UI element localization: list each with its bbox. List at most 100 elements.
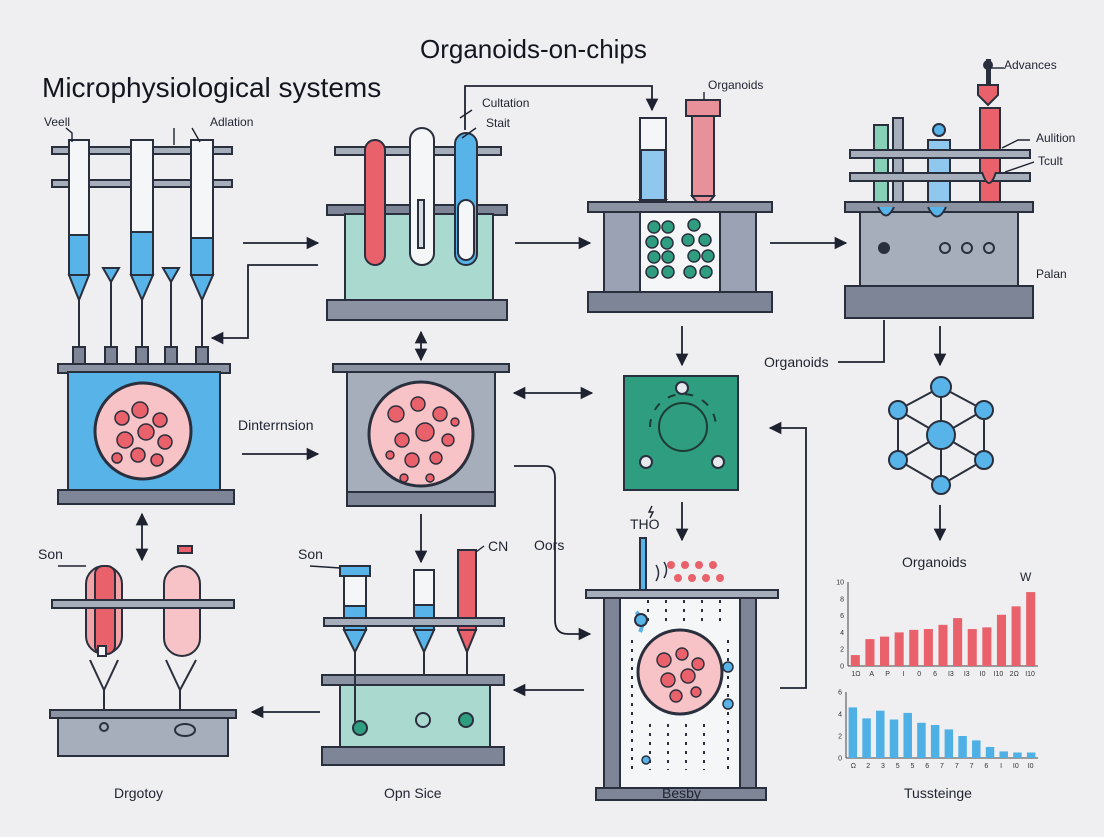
organoid-dish-module (332, 363, 510, 507)
chart-x-tick-label: I10 (1025, 671, 1035, 678)
label-aulition: Aulition (1036, 131, 1076, 145)
chart-x-tick-label: 2 (866, 763, 870, 770)
chart-bar (1026, 752, 1036, 758)
chart-x-tick-label: A (869, 671, 874, 678)
chart-bar (889, 719, 899, 758)
chart-bar (923, 629, 933, 666)
chart-x-tick-label: I3 (964, 671, 970, 678)
chart-bar (999, 751, 1008, 758)
green-chip-module (623, 375, 739, 491)
arrow (838, 320, 885, 363)
chart-bar (982, 627, 992, 666)
chart-y-tick-label: 8 (840, 596, 844, 603)
diagram-subtitle: Microphysiological systems (42, 72, 382, 103)
arrow (514, 465, 592, 641)
chart-bar (894, 632, 904, 666)
chart-y-tick-label: 0 (838, 756, 842, 763)
chart-x-tick-label: I0 (980, 671, 986, 678)
chart-bar (909, 629, 919, 666)
chart-y-tick-label: 2 (840, 647, 844, 654)
chart-y-tick-label: 4 (838, 712, 842, 719)
chart-bar (850, 655, 860, 666)
label-drgotoy: Drgotoy (114, 785, 164, 801)
pipette (189, 139, 215, 303)
pipette-rack-module (51, 139, 235, 505)
label-oors: Oors (534, 537, 565, 553)
label-dinterrnsion: Dinterrnsion (238, 417, 314, 433)
pink-tube-module (49, 545, 237, 757)
chart-x-tick-label: I0 (1013, 763, 1019, 770)
molecule-network-module (888, 376, 994, 495)
chart-x-tick-label: 6 (925, 763, 929, 770)
chart-x-tick-label: 1Ω (851, 671, 860, 678)
chart-bar (903, 712, 912, 758)
chart-bar (953, 618, 963, 666)
chart-bar (876, 710, 885, 758)
chart-x-tick-label: I10 (994, 671, 1004, 678)
label-besby: Besby (662, 785, 701, 801)
label-cultation: Cultation (482, 96, 530, 110)
label-tcult: Tcult (1038, 154, 1063, 168)
chart-bar (848, 707, 858, 758)
chart-y-tick-label: 6 (838, 690, 842, 697)
pipette (67, 139, 91, 303)
chart-y-tick-label: 0 (840, 664, 844, 671)
chart-y-tick-label: 4 (840, 630, 844, 637)
label-tho: THO (630, 516, 660, 532)
chart-bar (880, 636, 890, 666)
chart-bar (967, 629, 977, 666)
chart-bar (985, 747, 995, 758)
chart-bar (862, 718, 871, 758)
chart-x-tick-label: 6 (984, 763, 988, 770)
chart-x-tick-label: 7 (940, 763, 944, 770)
chart-bar (972, 740, 981, 758)
chart-x-tick-label: 0 (917, 671, 921, 678)
chart-y-tick-label: 6 (840, 613, 844, 620)
tube-bath-module (326, 127, 508, 321)
label-opn-sice: Opn Sice (384, 785, 442, 801)
label-stait: Stait (486, 116, 511, 130)
leader-lines (58, 67, 1035, 569)
arrow (647, 505, 655, 519)
label-son-left: Son (38, 546, 63, 562)
chart-x-tick-label: I (902, 671, 904, 678)
chart-x-tick-label: I0 (1028, 763, 1034, 770)
arrow (768, 421, 807, 689)
chart-bar (1013, 752, 1022, 758)
chart-x-tick-label: P (885, 671, 890, 678)
label-tussteinge: Tussteinge (904, 785, 972, 801)
organoid-well-module (587, 99, 773, 313)
tube-tank-module (321, 549, 505, 766)
label-organoids-mid: Organoids (764, 354, 829, 370)
chart-bar (1011, 606, 1021, 666)
chart-bar (958, 736, 967, 758)
plate-reactor-module (844, 59, 1034, 319)
label-advances: Advances (1004, 58, 1057, 72)
chart-bar (865, 639, 875, 666)
chart-x-tick-label: 5 (911, 763, 915, 770)
chart-x-tick-label: 6 (933, 671, 937, 678)
chart-y-tick-label: 2 (838, 734, 842, 741)
label-adlation: Adlation (210, 115, 254, 129)
label-organoids-right: Organoids (902, 554, 967, 570)
chart-bar (930, 725, 940, 758)
label-veell: Veell (44, 115, 71, 129)
flow-arrows (135, 85, 947, 719)
diagram-title: Organoids-on-chips (420, 34, 647, 64)
arrow (210, 264, 318, 345)
label-organoids-top: Organoids (708, 78, 764, 92)
chart-y-tick-label: 10 (836, 580, 844, 587)
bioreactor-module (585, 537, 779, 801)
chart-x-tick-label: I (1000, 763, 1002, 770)
chart-x-tick-label: Ω (851, 763, 856, 770)
arrow (464, 85, 659, 130)
label-son-mid: Son (298, 546, 323, 562)
chart-x-tick-label: 7 (970, 763, 974, 770)
chart-x-tick-label: 5 (896, 763, 900, 770)
chart-bar (996, 614, 1006, 666)
chart-bar (938, 624, 948, 666)
chart-bar (944, 729, 954, 758)
pipette (129, 139, 155, 303)
